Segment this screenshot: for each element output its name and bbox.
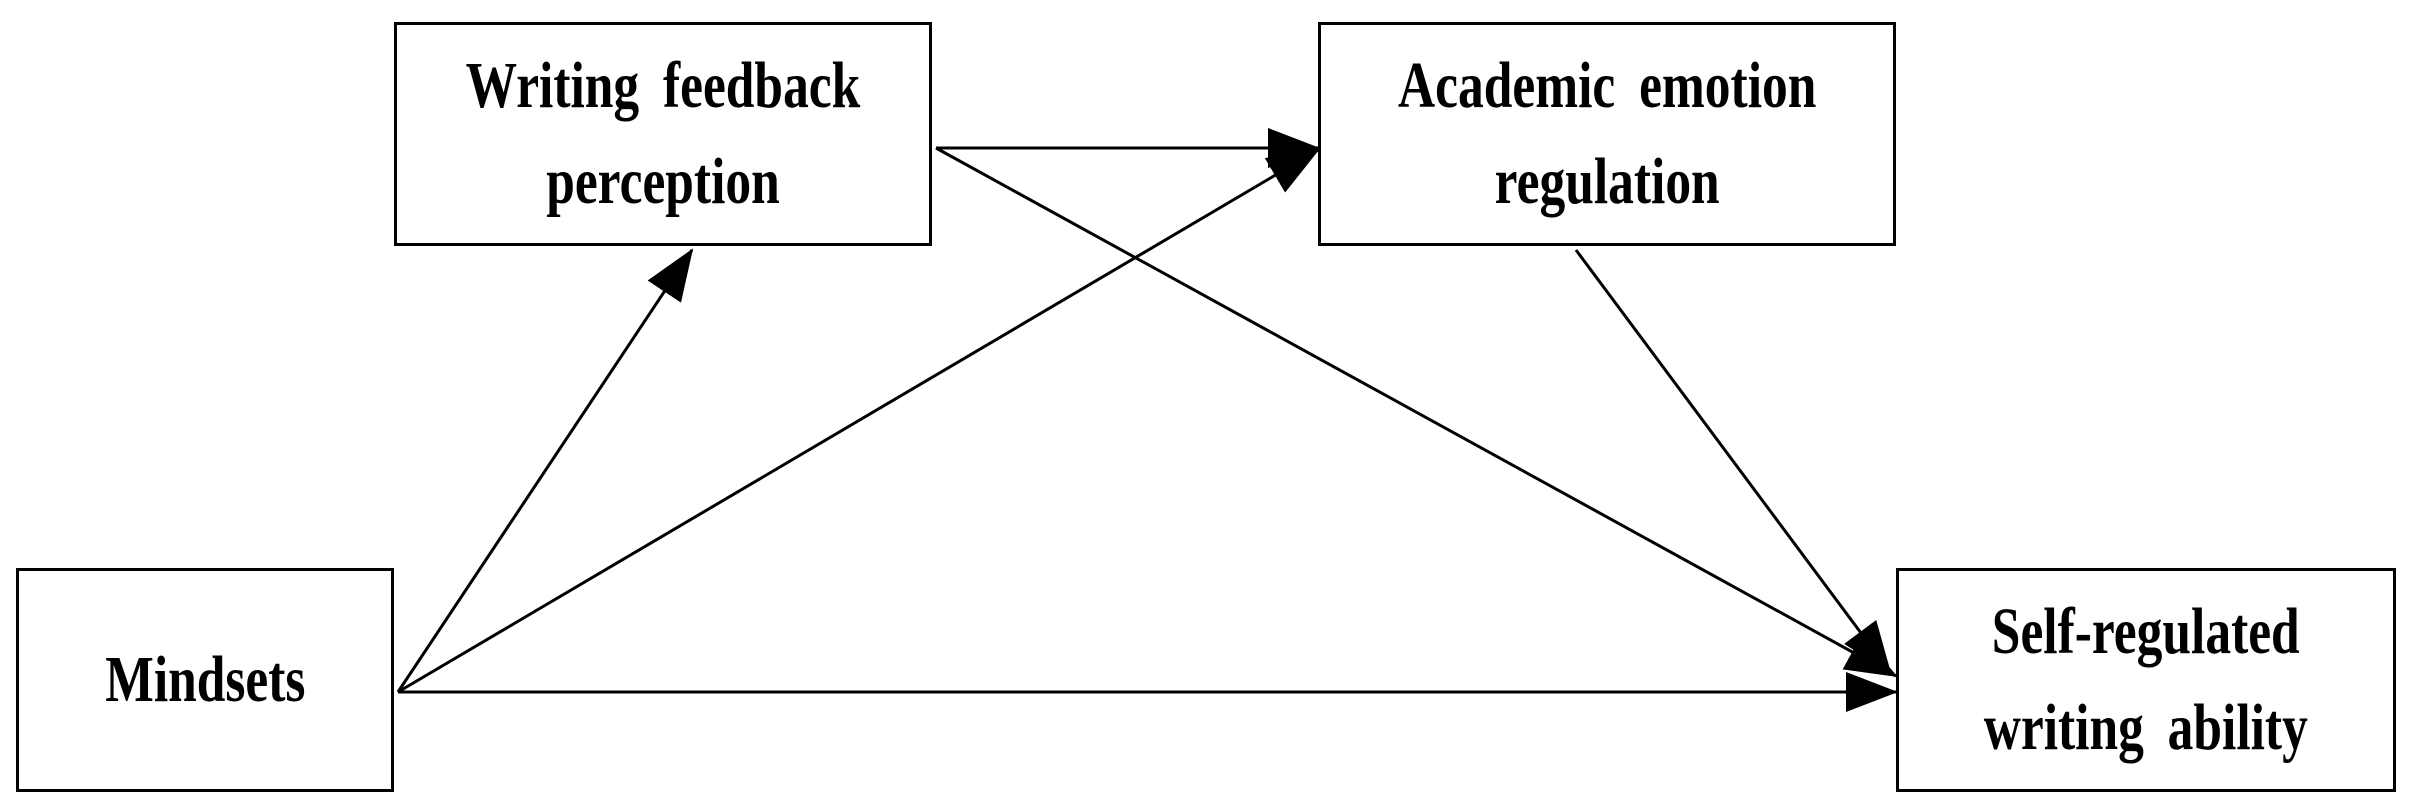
node-label-mindsets: Mindsets [104, 643, 306, 716]
arrow-mindsets-to-emotion [397, 148, 1320, 694]
node-label-academic-emotion-regulation: Academic emotion regulation [1397, 49, 1817, 218]
arrow-mindsets-to-feedback [396, 248, 694, 693]
arrow-emotion-to-srwa [1574, 249, 1892, 674]
node-label-self-regulated-writing-ability: Self-regulated writing ability [1983, 595, 2309, 764]
arrow-feedback-to-srwa [935, 146, 1898, 678]
node-academic-emotion-regulation: Academic emotion regulation [1318, 22, 1896, 246]
node-mindsets: Mindsets [16, 568, 394, 792]
node-label-writing-feedback-perception: Writing feedback perception [465, 49, 861, 218]
node-self-regulated-writing-ability: Self-regulated writing ability [1896, 568, 2396, 792]
node-writing-feedback-perception: Writing feedback perception [394, 22, 932, 246]
